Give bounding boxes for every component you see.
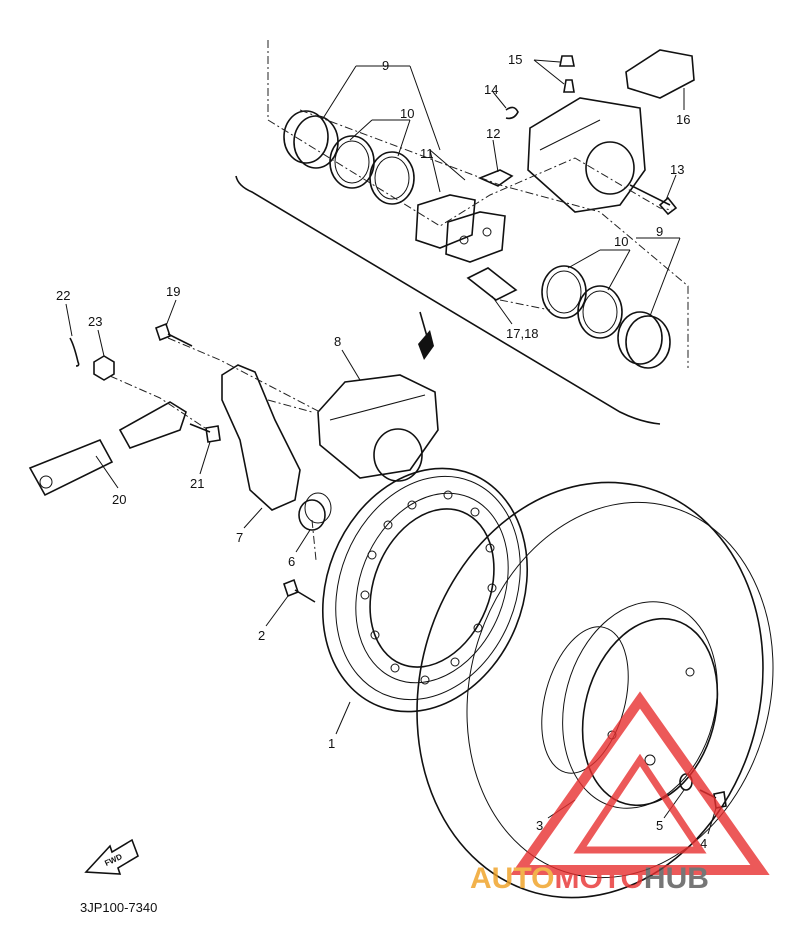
callout-11: 11 bbox=[420, 146, 434, 161]
cotter-pin bbox=[69, 337, 80, 367]
pad-spring bbox=[477, 169, 514, 187]
callout-13: 13 bbox=[670, 162, 684, 177]
callout-2: 2 bbox=[258, 628, 265, 643]
callout-5: 5 bbox=[656, 818, 663, 833]
callout-9-right: 9 bbox=[656, 224, 663, 239]
diagram-code: 3JP100-7340 bbox=[80, 900, 157, 915]
callout-21: 21 bbox=[190, 476, 204, 491]
bleed-screw bbox=[559, 55, 575, 93]
seal-left bbox=[329, 135, 415, 205]
caliper-body-upper bbox=[527, 97, 646, 213]
warning-triangle-icon bbox=[510, 691, 770, 875]
caliper-bracket bbox=[221, 364, 301, 511]
bolt-21 bbox=[189, 423, 221, 443]
piston-right bbox=[617, 311, 671, 369]
torque-rod bbox=[28, 401, 187, 497]
watermark-text: AUTOMOTOHUB bbox=[470, 862, 709, 895]
leader-lines bbox=[65, 59, 717, 835]
seal-right bbox=[541, 265, 623, 339]
pad-shim bbox=[466, 267, 518, 301]
callout-15: 15 bbox=[508, 52, 522, 67]
callout-7: 7 bbox=[236, 530, 243, 545]
callout-9-top: 9 bbox=[382, 58, 389, 73]
caliper-cover bbox=[625, 49, 695, 99]
callout-1: 1 bbox=[328, 736, 335, 751]
callout-10-top: 10 bbox=[400, 106, 414, 121]
exploded-group-bracket bbox=[235, 175, 661, 425]
collar bbox=[298, 492, 332, 531]
callout-12: 12 bbox=[486, 126, 500, 141]
callout-labels: 9 10 11 12 14 15 16 13 10 9 17,18 8 19 2… bbox=[56, 52, 707, 851]
callout-8: 8 bbox=[334, 334, 341, 349]
callout-4: 4 bbox=[700, 836, 707, 851]
clip bbox=[505, 106, 519, 120]
brake-caliper bbox=[317, 374, 439, 482]
wheel bbox=[416, 481, 774, 899]
callout-22: 22 bbox=[56, 288, 70, 303]
callout-16: 16 bbox=[676, 112, 690, 127]
callout-19: 19 bbox=[166, 284, 180, 299]
alignment-lines bbox=[109, 40, 689, 561]
pad-pin bbox=[629, 184, 678, 216]
callout-10-right: 10 bbox=[614, 234, 628, 249]
callout-20: 20 bbox=[112, 492, 126, 507]
fwd-arrow: FWD bbox=[84, 838, 139, 875]
brake-disc bbox=[321, 467, 529, 713]
brake-pads bbox=[415, 194, 506, 263]
arrow-down-icon bbox=[418, 330, 434, 360]
watermark-logo: AUTOMOTOHUB bbox=[470, 691, 770, 895]
callout-17-18: 17,18 bbox=[506, 326, 539, 341]
callout-3: 3 bbox=[536, 818, 543, 833]
callout-6: 6 bbox=[288, 554, 295, 569]
callout-14: 14 bbox=[484, 82, 498, 97]
callout-23: 23 bbox=[88, 314, 102, 329]
bolt-19 bbox=[155, 322, 193, 347]
bolt-2 bbox=[283, 578, 316, 603]
